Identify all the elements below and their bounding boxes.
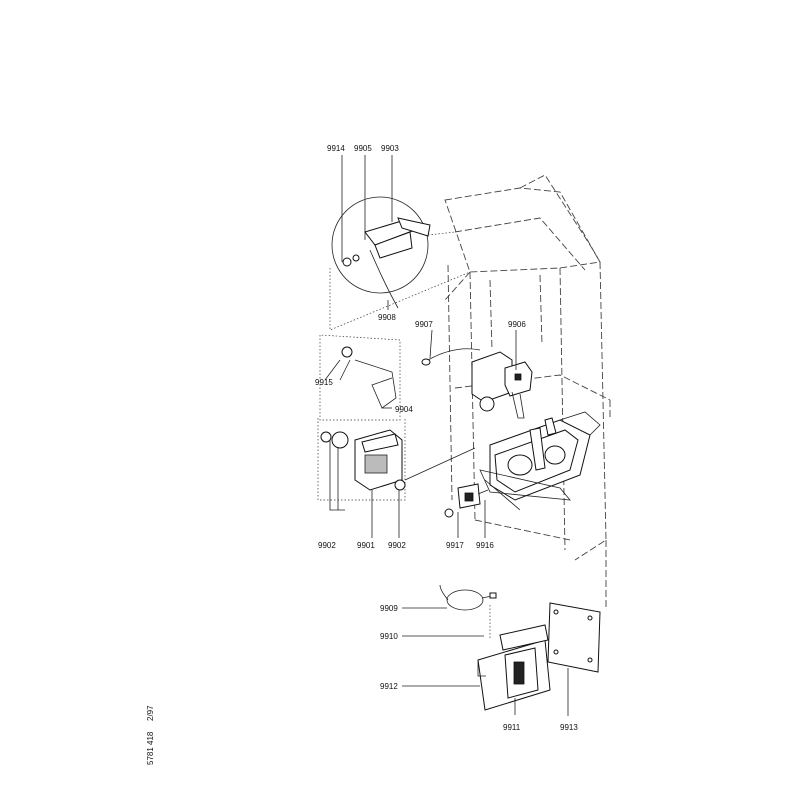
thermocouple-assembly — [319, 334, 401, 421]
callout-9903: 9903 — [381, 144, 399, 153]
callout-9908: 9908 — [378, 313, 396, 322]
gas-control-valve — [317, 418, 476, 538]
document-reference: 5781 418 2/97 — [146, 705, 155, 765]
callout-9912: 9912 — [380, 682, 398, 691]
callout-labels: 9914 9905 9903 9908 9907 9906 9915 9904 … — [315, 144, 578, 732]
burner-assembly — [479, 411, 601, 511]
boiler-housing-outline — [444, 174, 611, 561]
document-number: 5781 418 — [146, 731, 155, 765]
callout-9906: 9906 — [508, 320, 526, 329]
callout-9915: 9915 — [315, 378, 333, 387]
callout-9913: 9913 — [560, 723, 578, 732]
mounting-plate-9913 — [547, 540, 607, 716]
callout-9902-right: 9902 — [388, 541, 406, 550]
callout-9910: 9910 — [380, 632, 398, 641]
callout-9901: 9901 — [357, 541, 375, 550]
callout-9916: 9916 — [476, 541, 494, 550]
callout-9905: 9905 — [354, 144, 372, 153]
callout-9914: 9914 — [327, 144, 345, 153]
callout-9911: 9911 — [503, 723, 521, 732]
cable-9909 — [402, 584, 497, 611]
leader-lines — [324, 329, 517, 409]
callout-9904: 9904 — [395, 405, 413, 414]
document-date: 2/97 — [146, 705, 155, 721]
pilot-burner-detail — [329, 155, 471, 331]
callout-9917: 9917 — [446, 541, 464, 550]
ignition-lead-9907 — [421, 348, 481, 366]
callout-9907: 9907 — [415, 320, 433, 329]
callout-9902-left: 9902 — [318, 541, 336, 550]
ignition-unit — [402, 605, 551, 715]
sight-glass-assembly — [444, 483, 489, 538]
pilot-gas-block — [471, 351, 533, 419]
callout-9909: 9909 — [380, 604, 398, 613]
